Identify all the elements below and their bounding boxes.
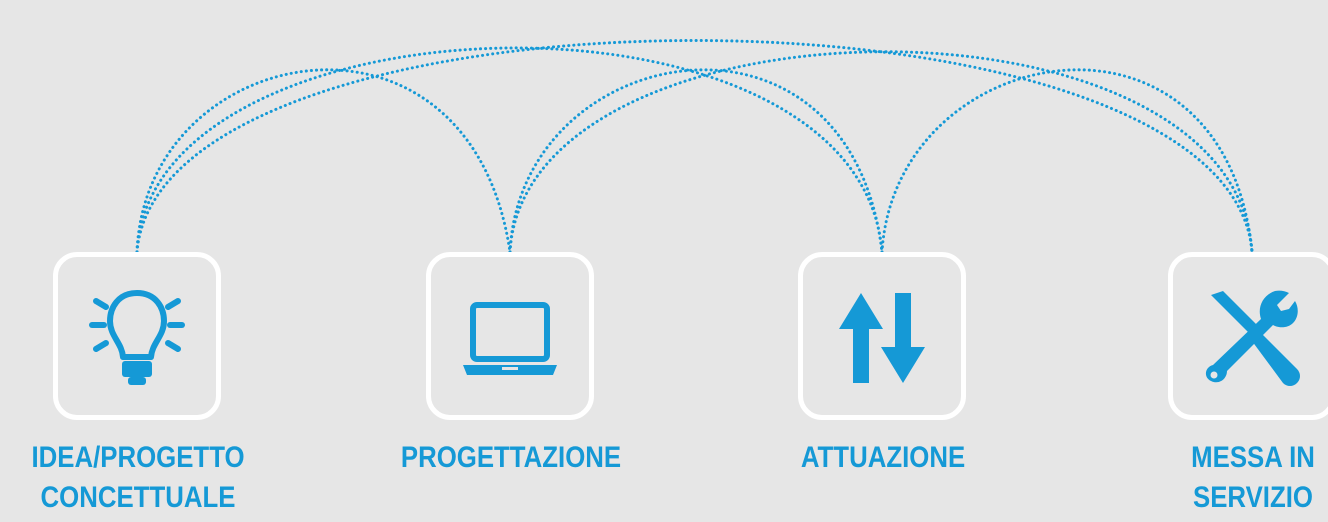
step-label: MESSA IN SERVIZIO (1098, 438, 1328, 518)
step-label-line2: CONCETTUALE (40, 481, 236, 514)
step-idea: IDEA/PROGETTO CONCETTUALE (31, 252, 245, 514)
arc-step1-step4 (135, 39, 1254, 254)
step-label: IDEA/PROGETTO CONCETTUALE (0, 438, 293, 518)
arc-step2-step4 (508, 50, 1254, 254)
step-label-line1: MESSA IN (1191, 441, 1315, 474)
step-label: ATTUAZIONE (728, 438, 1038, 478)
step-progettazione: PROGETTAZIONE (401, 252, 621, 474)
step-box (426, 252, 594, 420)
arc-step3-step4 (880, 68, 1254, 254)
step-box (798, 252, 966, 420)
step-label-line1: ATTUAZIONE (800, 441, 966, 474)
laptop-icon (463, 302, 557, 375)
up-down-arrows-icon (839, 293, 925, 383)
arc-step2-step3 (508, 68, 884, 254)
arc-step1-step2 (135, 68, 512, 254)
step-attuazione: ATTUAZIONE (798, 252, 968, 474)
step-label-line2: SERVIZIO (1193, 481, 1313, 514)
step-box (53, 252, 221, 420)
arc-step1-step3 (135, 46, 884, 254)
step-label-line1: PROGETTAZIONE (400, 441, 622, 474)
lightbulb-icon (89, 290, 185, 385)
step-label: PROGETTAZIONE (356, 438, 666, 478)
step-box (1168, 252, 1328, 420)
step-messa-in-servizio: MESSA IN SERVIZIO (1168, 252, 1328, 514)
screwdriver-wrench-icon (1205, 290, 1300, 386)
step-label-line1: IDEA/PROGETTO (31, 441, 245, 474)
